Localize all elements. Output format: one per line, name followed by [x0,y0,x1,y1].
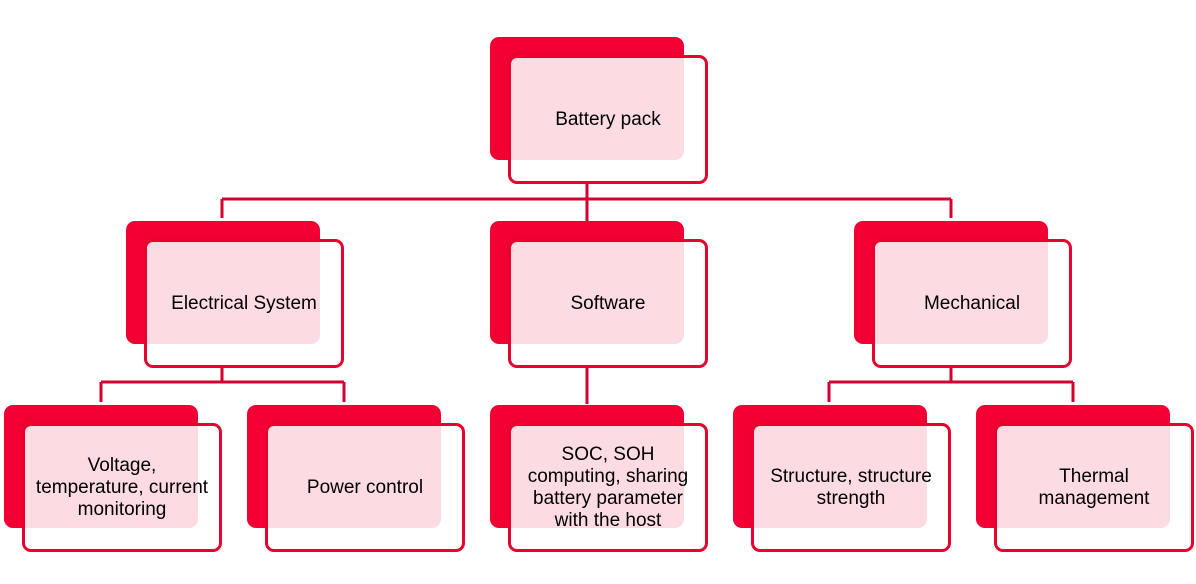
node-box: Power control [265,423,465,552]
node-power-control: Power control [247,405,467,553]
node-box: Mechanical [872,239,1072,368]
node-software: Software [490,221,710,369]
node-label: SOC, SOH computing, sharing battery para… [527,443,689,531]
node-voltage-monitoring: Voltage, temperature, current monitoring [4,405,224,553]
node-box: Electrical System [144,239,344,368]
node-label: Electrical System [171,292,317,314]
node-label: Mechanical [923,292,1021,314]
node-box: Voltage, temperature, current monitoring [22,423,222,552]
node-electrical-system: Electrical System [126,221,346,369]
node-box: Battery pack [508,55,708,184]
node-label: Power control [306,476,424,498]
node-battery-pack: Battery pack [490,37,710,185]
node-box: Structure, structure strength [751,423,951,552]
node-label: Battery pack [555,108,661,130]
node-label: Structure, structure strength [770,465,932,509]
node-box: Software [508,239,708,368]
node-mechanical: Mechanical [854,221,1074,369]
node-label: Voltage, temperature, current monitoring [35,454,209,520]
node-structure-strength: Structure, structure strength [733,405,953,553]
node-thermal-management: Thermal management [976,405,1196,553]
node-box: SOC, SOH computing, sharing battery para… [508,423,708,552]
node-box: Thermal management [994,423,1194,552]
node-label: Software [570,292,646,314]
node-soc-soh: SOC, SOH computing, sharing battery para… [490,405,710,553]
node-label: Thermal management [1038,465,1150,509]
